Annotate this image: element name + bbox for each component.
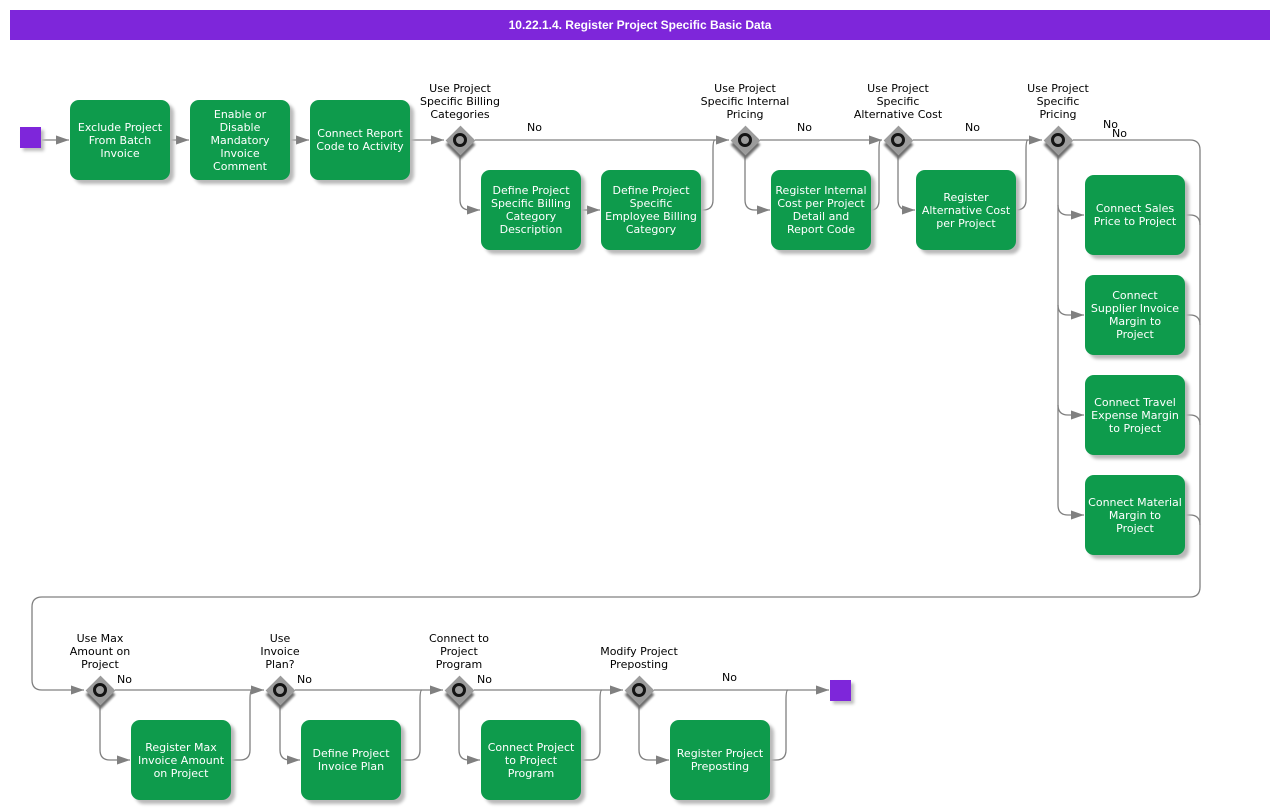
no-label-project-program: No [477, 673, 492, 686]
no-label-alternative-cost: No [965, 121, 980, 134]
activity-connect-travel-expense-margin[interactable]: Connect Travel Expense Margin to Project [1085, 375, 1185, 455]
decision-max-amount [85, 675, 115, 705]
activity-register-project-preposting[interactable]: Register Project Preposting [670, 720, 770, 800]
decision-billing-categories [445, 125, 475, 155]
activity-register-internal-cost[interactable]: Register Internal Cost per Project Detai… [771, 170, 871, 250]
start-node [20, 127, 41, 148]
decision-preposting [624, 675, 654, 705]
decision-label-alternative-cost: Use Project Specific Alternative Cost [853, 82, 943, 121]
no-label-pricing-2: No [1112, 127, 1127, 140]
activity-connect-sales-price[interactable]: Connect Sales Price to Project [1085, 175, 1185, 255]
activity-connect-report-code-to-activity[interactable]: Connect Report Code to Activity [310, 100, 410, 180]
activity-connect-material-margin[interactable]: Connect Material Margin to Project [1085, 475, 1185, 555]
decision-label-preposting: Modify Project Preposting [600, 645, 678, 671]
decision-circle-icon [453, 133, 467, 147]
decision-circle-icon [1051, 133, 1065, 147]
end-node [830, 680, 851, 701]
decision-invoice-plan [265, 675, 295, 705]
activity-register-alternative-cost[interactable]: Register Alternative Cost per Project [916, 170, 1016, 250]
activity-define-employee-billing-category[interactable]: Define Project Specific Employee Billing… [601, 170, 701, 250]
no-label-internal-pricing: No [797, 121, 812, 134]
decision-project-program [444, 675, 474, 705]
decision-circle-icon [93, 683, 107, 697]
activity-exclude-project-from-batch-invoice[interactable]: Exclude Project From Batch Invoice [70, 100, 170, 180]
decision-pricing [1043, 125, 1073, 155]
activity-connect-project-to-project-program[interactable]: Connect Project to Project Program [481, 720, 581, 800]
decision-circle-icon [738, 133, 752, 147]
activity-connect-supplier-invoice-margin[interactable]: Connect Supplier Invoice Margin to Proje… [1085, 275, 1185, 355]
decision-alternative-cost [883, 125, 913, 155]
decision-label-project-program: Connect to Project Program [428, 632, 490, 671]
no-label-pricing-1: No [1103, 118, 1118, 131]
activity-define-project-invoice-plan[interactable]: Define Project Invoice Plan [301, 720, 401, 800]
decision-label-internal-pricing: Use Project Specific Internal Pricing [700, 82, 790, 121]
decision-label-pricing: Use Project Specific Pricing [1027, 82, 1089, 121]
decision-label-invoice-plan: Use Invoice Plan? [260, 632, 300, 671]
title-banner: 10.22.1.4. Register Project Specific Bas… [10, 10, 1270, 40]
activity-define-billing-category-description[interactable]: Define Project Specific Billing Category… [481, 170, 581, 250]
activity-register-max-invoice-amount[interactable]: Register Max Invoice Amount on Project [131, 720, 231, 800]
decision-label-max-amount: Use Max Amount on Project [69, 632, 131, 671]
no-label-billing-categories: No [527, 121, 542, 134]
decision-label-billing-categories: Use Project Specific Billing Categories [419, 82, 501, 121]
decision-circle-icon [273, 683, 287, 697]
no-label-invoice-plan: No [297, 673, 312, 686]
decision-internal-pricing [730, 125, 760, 155]
no-label-max-amount: No [117, 673, 132, 686]
decision-circle-icon [452, 683, 466, 697]
activity-enable-disable-mandatory-invoice-comment[interactable]: Enable or Disable Mandatory Invoice Comm… [190, 100, 290, 180]
decision-circle-icon [632, 683, 646, 697]
decision-circle-icon [891, 133, 905, 147]
no-label-preposting: No [722, 671, 737, 684]
page-title: 10.22.1.4. Register Project Specific Bas… [508, 18, 772, 32]
